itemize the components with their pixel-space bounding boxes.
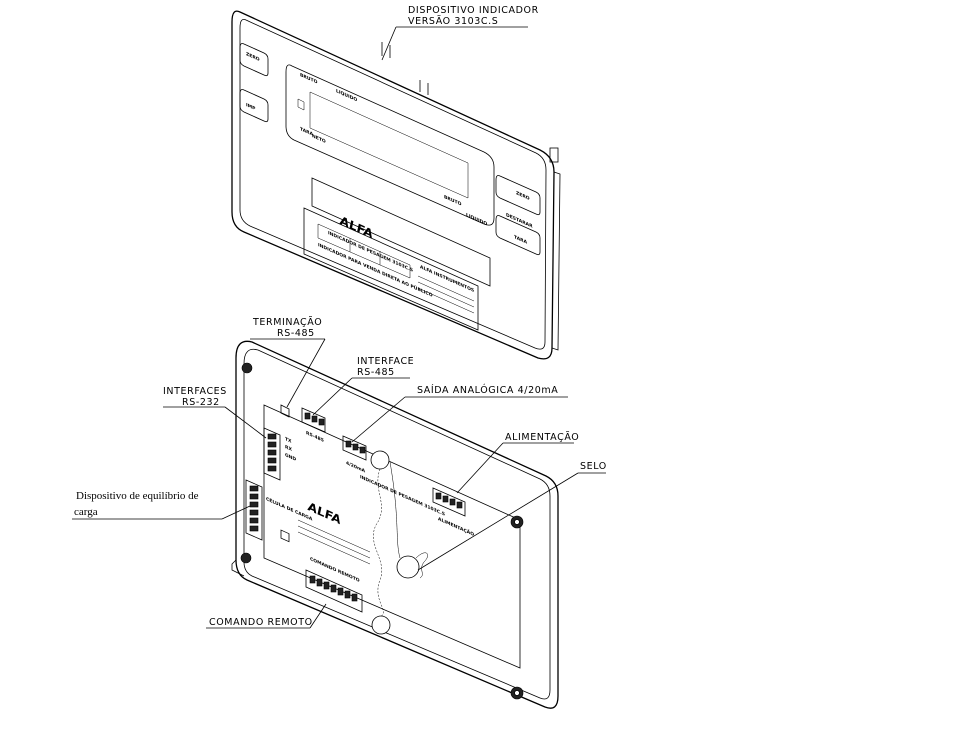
label-interface-rs485: INTERFACE bbox=[357, 356, 414, 367]
svg-text:ZERO: ZERO bbox=[516, 190, 530, 202]
label-terminacao-rs485: RS-485 bbox=[277, 328, 315, 339]
svg-text:TARA: TARA bbox=[514, 234, 527, 246]
analog-output-connector: 4/20mA bbox=[342, 435, 367, 475]
label-versao: VERSÃO 3103C.S bbox=[408, 16, 498, 27]
svg-text:ALIMENTAÇÃO: ALIMENTAÇÃO bbox=[438, 515, 474, 538]
svg-text:ALFA: ALFA bbox=[307, 498, 341, 527]
label-saida-analogica: SAÍDA ANALÓGICA 4/20mA bbox=[417, 384, 558, 396]
rs485-connector: RS-485 bbox=[301, 407, 326, 444]
rear-indicator-device: TX RX GND RS-485 4/20mA ALFA bbox=[231, 340, 559, 709]
svg-text:DESTARAR: DESTARAR bbox=[506, 212, 533, 230]
svg-text:CÉLULA DE CARGA: CÉLULA DE CARGA bbox=[266, 494, 313, 522]
label-terminacao: TERMINAÇÃO bbox=[252, 317, 322, 328]
key-zero-imp: ZERO bbox=[239, 43, 269, 77]
key-imp: IMP bbox=[239, 89, 269, 123]
svg-text:GND: GND bbox=[285, 452, 296, 463]
svg-text:TX: TX bbox=[285, 436, 292, 445]
key-tara: ZERO bbox=[495, 175, 541, 216]
label-equilibrio: Dispositivo de equilíbrio de bbox=[76, 490, 199, 502]
load-cell-connector: CÉLULA DE CARGA bbox=[245, 479, 313, 541]
svg-text:TARA: TARA bbox=[300, 126, 313, 138]
label-equilibrio-carga: carga bbox=[74, 506, 98, 518]
svg-text:ZERO: ZERO bbox=[246, 51, 260, 63]
callout-labels: DISPOSITIVO INDICADOR VERSÃO 3103C.S TER… bbox=[74, 5, 607, 628]
svg-text:LIQUIDO: LIQUIDO bbox=[466, 212, 487, 227]
key-destarar: DESTARAR TARA bbox=[495, 212, 541, 256]
rs232-connector: TX RX GND bbox=[263, 427, 296, 481]
label-alimentacao: ALIMENTAÇÃO bbox=[505, 432, 579, 443]
svg-text:ALFA: ALFA bbox=[339, 212, 373, 241]
svg-text:BRUTO: BRUTO bbox=[300, 72, 317, 85]
svg-text:BRUTO: BRUTO bbox=[444, 194, 461, 207]
label-interfaces-rs232-sub: RS-232 bbox=[182, 397, 220, 408]
front-indicator-device: BRUTO LIQUIDO TARA NETO ZERO IMP ZERO DE… bbox=[231, 10, 561, 360]
callout-leaders bbox=[72, 26, 606, 629]
label-selo: SELO bbox=[580, 461, 607, 472]
label-interface-rs485-sub: RS-485 bbox=[357, 367, 395, 378]
label-dispositivo-indicador: DISPOSITIVO INDICADOR bbox=[408, 5, 539, 16]
label-interfaces-rs232: INTERFACES bbox=[163, 386, 227, 397]
svg-text:ALFA INSTRUMENTOS: ALFA INSTRUMENTOS bbox=[420, 264, 475, 294]
svg-text:4/20mA: 4/20mA bbox=[346, 460, 365, 474]
svg-text:RX: RX bbox=[285, 444, 292, 453]
remote-command-connector: COMANDO REMOTO bbox=[305, 556, 363, 613]
svg-text:NETO: NETO bbox=[312, 133, 326, 145]
label-comando-remoto: COMANDO REMOTO bbox=[209, 617, 313, 628]
svg-text:INDICADOR PARA VENDA DIRETA AO: INDICADOR PARA VENDA DIRETA AO PÚBLICO bbox=[318, 241, 433, 299]
svg-text:IMP: IMP bbox=[246, 102, 256, 112]
svg-text:RS-485: RS-485 bbox=[306, 430, 324, 444]
